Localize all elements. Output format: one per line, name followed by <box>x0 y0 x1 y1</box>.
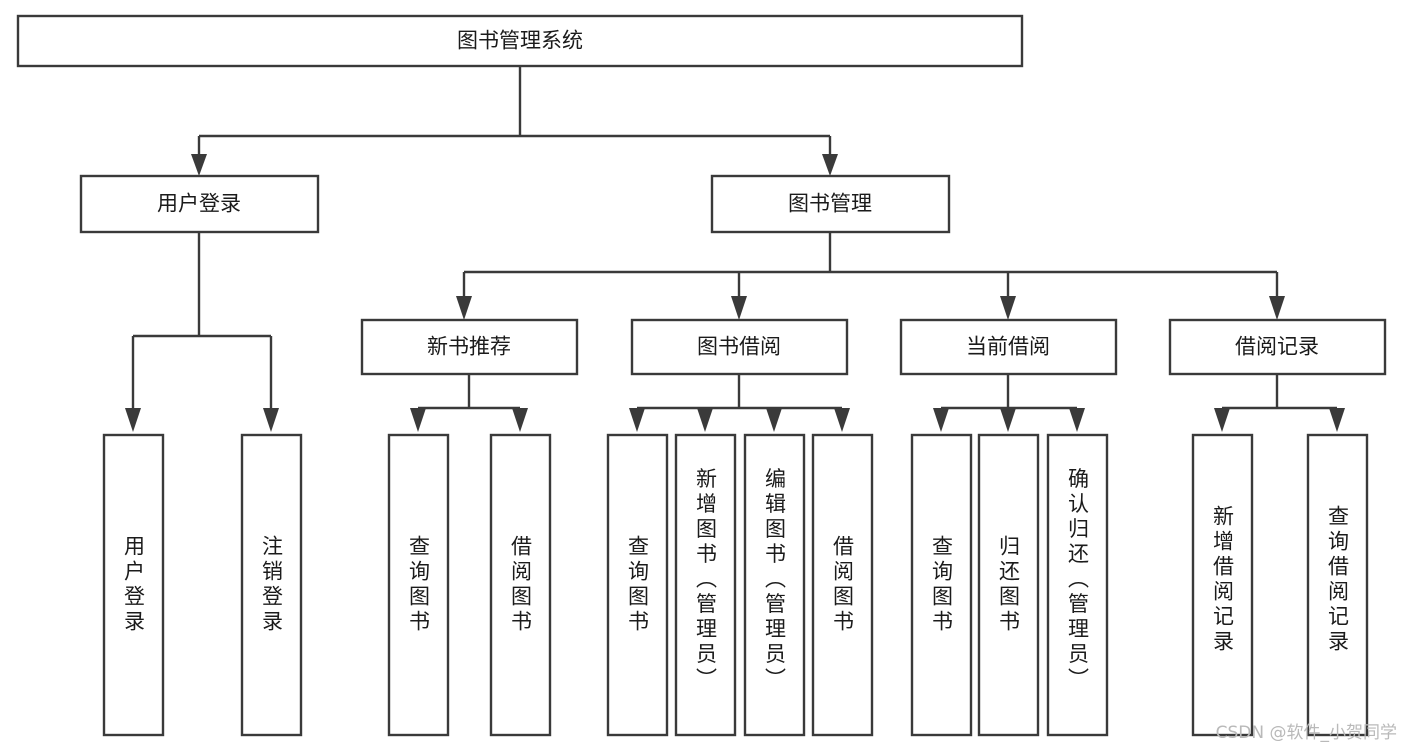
node-book-manage-box[interactable] <box>710 174 951 234</box>
leaf-borrow-record-1-label: 新增借阅记录 <box>1211 505 1235 655</box>
arrowhead-current-borrow-leaf-3 <box>1069 408 1085 432</box>
arrowhead-current-borrow-leaf-2 <box>1000 408 1016 432</box>
arrowhead-current-borrow-leaf-1 <box>933 408 949 432</box>
leaf-new-book-1-label: 查询图书 <box>407 535 431 635</box>
leaf-book-borrow-2[interactable]: 新增图书（管理员） <box>674 433 737 737</box>
leaf-book-borrow-4-label: 借阅图书 <box>831 535 855 635</box>
leaf-new-book-1[interactable]: 查询图书 <box>387 433 450 737</box>
arrowhead-borrow-record-leaf-1 <box>1214 408 1230 432</box>
leaf-borrow-record-2[interactable]: 查询借阅记录 <box>1306 433 1369 737</box>
leaf-book-borrow-1[interactable]: 查询图书 <box>606 433 669 737</box>
node-book-manage-label: 图书管理 <box>788 193 872 216</box>
arrowhead-book-manage <box>822 154 838 176</box>
leaf-current-borrow-2-label: 归还图书 <box>997 535 1021 635</box>
node-user-login-label: 用户登录 <box>157 193 241 216</box>
leaf-book-borrow-4-box[interactable] <box>811 433 874 737</box>
leaf-current-borrow-1[interactable]: 查询图书 <box>910 433 973 737</box>
leaf-book-borrow-3-box[interactable] <box>743 433 806 737</box>
arrowhead-borrow-record <box>1269 296 1285 320</box>
node-user-login-box[interactable] <box>79 174 320 234</box>
arrowhead-current-borrow <box>1000 296 1016 320</box>
arrowhead-book-borrow-leaf-2 <box>697 408 713 432</box>
arrowhead-user-login <box>191 154 207 176</box>
leaf-book-borrow-4[interactable]: 借阅图书 <box>811 433 874 737</box>
leaf-current-borrow-1-box[interactable] <box>910 433 973 737</box>
leaf-current-borrow-3-box[interactable] <box>1046 433 1109 737</box>
arrowhead-user-login-leaf-1 <box>125 408 141 432</box>
leaf-user-login-2-label: 注销登录 <box>260 535 284 635</box>
leaf-borrow-record-1[interactable]: 新增借阅记录 <box>1191 433 1254 737</box>
connector-layer <box>125 66 1345 432</box>
leaf-book-borrow-1-box[interactable] <box>606 433 669 737</box>
node-new-book-recommend[interactable]: 新书推荐 <box>360 318 579 376</box>
leaf-user-login-2-box[interactable] <box>240 433 303 737</box>
arrowhead-borrow-record-leaf-2 <box>1329 408 1345 432</box>
arrowhead-book-borrow-leaf-1 <box>629 408 645 432</box>
node-root-label: 图书管理系统 <box>457 30 583 53</box>
node-current-borrow-label: 当前借阅 <box>966 336 1050 359</box>
node-current-borrow[interactable]: 当前借阅 <box>899 318 1118 376</box>
leaf-user-login-2[interactable]: 注销登录 <box>240 433 303 737</box>
node-root[interactable]: 图书管理系统 <box>16 14 1024 68</box>
leaf-new-book-2-label: 借阅图书 <box>509 535 533 635</box>
arrowhead-user-login-leaf-2 <box>263 408 279 432</box>
leaf-current-borrow-3[interactable]: 确认归还（管理员） <box>1046 433 1109 737</box>
leaf-book-borrow-3[interactable]: 编辑图书（管理员） <box>743 433 806 737</box>
node-borrow-record-label: 借阅记录 <box>1235 336 1319 359</box>
leaf-current-borrow-1-label: 查询图书 <box>930 535 954 635</box>
leaf-book-borrow-3-label: 编辑图书（管理员） <box>763 468 787 693</box>
arrowhead-new-book-leaf-2 <box>512 408 528 432</box>
arrowhead-new-book-leaf-1 <box>410 408 426 432</box>
leaf-borrow-record-2-box[interactable] <box>1306 433 1369 737</box>
leaf-user-login-1-label: 用户登录 <box>122 535 146 635</box>
leaf-book-borrow-2-label: 新增图书（管理员） <box>694 468 718 693</box>
leaf-user-login-1-box[interactable] <box>102 433 165 737</box>
node-book-borrow-box[interactable] <box>630 318 849 376</box>
leaf-user-login-1[interactable]: 用户登录 <box>102 433 165 737</box>
node-book-manage[interactable]: 图书管理 <box>710 174 951 234</box>
leaf-new-book-2-box[interactable] <box>489 433 552 737</box>
node-book-borrow-label: 图书借阅 <box>697 336 781 359</box>
node-book-borrow[interactable]: 图书借阅 <box>630 318 849 376</box>
leaf-borrow-record-1-box[interactable] <box>1191 433 1254 737</box>
leaf-borrow-record-2-label: 查询借阅记录 <box>1326 505 1350 655</box>
arrowhead-book-borrow-leaf-3 <box>766 408 782 432</box>
leaf-new-book-1-box[interactable] <box>387 433 450 737</box>
arrowhead-book-borrow-leaf-4 <box>834 408 850 432</box>
node-user-login[interactable]: 用户登录 <box>79 174 320 234</box>
leaf-current-borrow-2[interactable]: 归还图书 <box>977 433 1040 737</box>
arrowhead-new-book <box>456 296 472 320</box>
leaf-current-borrow-2-box[interactable] <box>977 433 1040 737</box>
node-root-box[interactable] <box>16 14 1024 68</box>
node-borrow-record-box[interactable] <box>1168 318 1387 376</box>
node-current-borrow-box[interactable] <box>899 318 1118 376</box>
leaf-book-borrow-1-label: 查询图书 <box>626 535 650 635</box>
leaf-new-book-2[interactable]: 借阅图书 <box>489 433 552 737</box>
node-new-book-recommend-box[interactable] <box>360 318 579 376</box>
leaf-current-borrow-3-label: 确认归还（管理员） <box>1066 468 1090 693</box>
arrowhead-book-borrow <box>731 296 747 320</box>
node-borrow-record[interactable]: 借阅记录 <box>1168 318 1387 376</box>
node-new-book-recommend-label: 新书推荐 <box>427 336 511 359</box>
leaf-book-borrow-2-box[interactable] <box>674 433 737 737</box>
